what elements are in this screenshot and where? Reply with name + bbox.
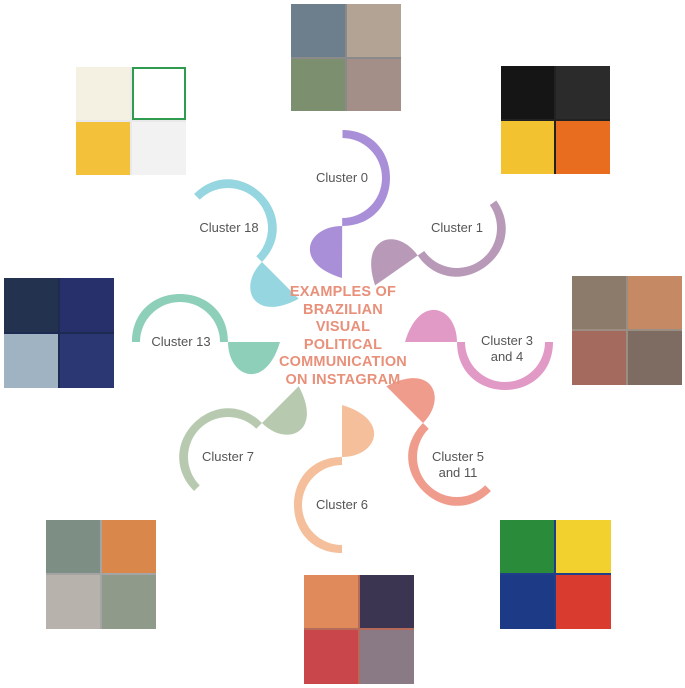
bubble-inner (417, 188, 497, 268)
post-tile (132, 67, 186, 120)
cluster-0-thumbnail (291, 4, 401, 111)
bubble-cluster-6 (294, 405, 382, 553)
bubble-inner (188, 188, 268, 268)
post-tile (501, 121, 554, 174)
bubble-inner (302, 465, 382, 545)
bubble-cluster-7 (179, 386, 307, 497)
post-tile (60, 278, 114, 332)
title-line: BRAZILIAN (303, 301, 383, 318)
photo-tile (291, 4, 345, 57)
photo-tile (46, 575, 100, 629)
post-tile (556, 575, 611, 629)
post-tile (500, 575, 554, 629)
photo-tile (304, 575, 358, 628)
photo-tile (291, 59, 345, 111)
post-tile (4, 334, 58, 388)
cluster-1-thumbnail (501, 66, 610, 174)
photo-tile (347, 59, 401, 111)
bubble-cluster-5-11 (386, 378, 497, 506)
cluster-18-thumbnail (76, 67, 186, 175)
cluster-18-label: Cluster 18 (199, 220, 258, 235)
cluster-0-label: Cluster 0 (316, 170, 368, 185)
photo-tile (628, 331, 682, 385)
bubble-inner (417, 417, 497, 497)
post-tile (132, 122, 186, 175)
title-line: POLITICAL (303, 336, 383, 353)
bubble-inner (465, 302, 545, 382)
cluster-5-11-thumbnail (500, 520, 611, 629)
cluster-3-4-label-line1: Cluster 3 (481, 333, 533, 348)
bubble-cluster-0 (302, 130, 390, 278)
bubble-cluster-18 (188, 179, 299, 307)
cluster-5-11-label-line1: Cluster 5 (432, 449, 484, 464)
cluster-3-4-thumbnail (572, 276, 682, 385)
cluster-3-4-label-line2: and 4 (491, 349, 524, 364)
photo-tile (360, 630, 414, 684)
title-line: COMMUNICATION (279, 354, 407, 370)
cluster-1-label: Cluster 1 (431, 220, 483, 235)
post-tile (76, 122, 130, 175)
photo-tile (102, 520, 156, 573)
post-tile (500, 520, 554, 573)
photo-tile (628, 276, 682, 329)
cluster-5-11-label-line2: and 11 (439, 465, 478, 480)
bubble-cluster-3-4 (405, 302, 553, 390)
bubble-cluster-13 (132, 294, 280, 382)
title-line: VISUAL (315, 319, 371, 335)
photo-tile (304, 630, 358, 684)
post-tile (556, 520, 611, 573)
cluster-13-label: Cluster 13 (151, 334, 210, 349)
photo-tile (360, 575, 414, 628)
post-tile (556, 66, 610, 119)
bubble-cluster-1 (371, 188, 506, 286)
cluster-7-label: Cluster 7 (202, 449, 254, 464)
post-tile (556, 121, 610, 174)
title-line: EXAMPLES OF (289, 284, 397, 300)
diagram-title: EXAMPLES OF BRAZILIAN VISUAL POLITICAL C… (262, 284, 424, 389)
title-line: ON INSTAGRAM (285, 371, 401, 388)
photo-tile (572, 276, 626, 329)
post-tile (76, 67, 130, 120)
cluster-7-thumbnail (46, 520, 156, 629)
bubble-inner (140, 302, 220, 382)
photo-tile (572, 331, 626, 385)
post-tile (4, 278, 58, 332)
cluster-6-label: Cluster 6 (316, 497, 368, 512)
photo-tile (102, 575, 156, 629)
bubble-inner (188, 417, 268, 497)
photo-tile (46, 520, 100, 573)
post-tile (501, 66, 554, 119)
cluster-13-thumbnail (4, 278, 114, 388)
bubble-inner (302, 138, 382, 218)
post-tile (60, 334, 114, 388)
cluster-6-thumbnail (304, 575, 414, 684)
photo-tile (347, 4, 401, 57)
